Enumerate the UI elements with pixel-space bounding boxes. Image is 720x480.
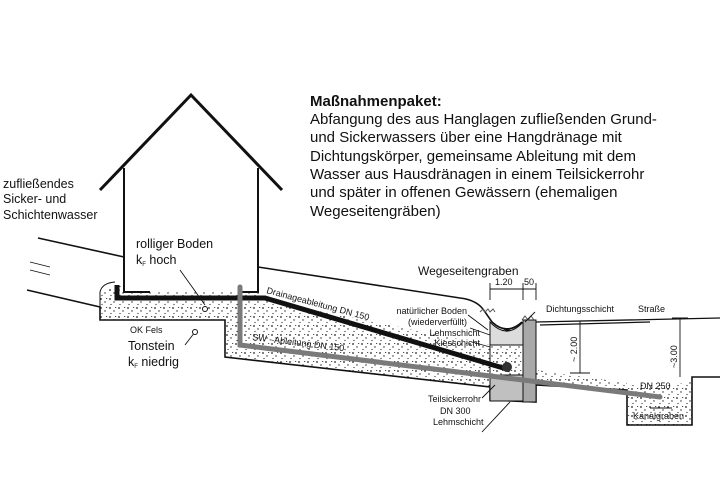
house-roof xyxy=(98,92,284,192)
dim-width: 1.20 xyxy=(495,277,513,287)
inflow-label: Sicker- und xyxy=(3,192,66,206)
house-walls xyxy=(123,168,259,293)
description-line: Dichtungskörper, gemeinsame Ableitung mi… xyxy=(310,148,636,165)
dimension-lines xyxy=(489,283,688,377)
dim-seal: 50 xyxy=(524,277,534,287)
seal-label: Dichtungsschicht xyxy=(546,304,615,314)
description-line: und Sickerwassers über eine Hangdränage … xyxy=(310,129,623,146)
soil-label: rolliger Boden xyxy=(136,237,213,251)
perforated-pipe-label: Teilsickerrohr xyxy=(428,394,481,404)
sewer-trench-label: Kanalgraben xyxy=(633,411,684,421)
natural-soil-label: (wiederverfüllt) xyxy=(408,317,467,327)
loam-top-label: Lehmschicht xyxy=(429,328,480,338)
description-line: Wegeseitengräben) xyxy=(310,203,441,220)
perforated-pipe-label: DN 300 xyxy=(440,406,471,416)
gravel-label: Kiesschicht xyxy=(434,338,480,348)
sealing-layer xyxy=(522,319,537,403)
loam-bottom-label: Lehmschicht xyxy=(433,417,484,427)
description-line: und später in offenen Gewässern (ehemali… xyxy=(310,184,617,201)
natural-soil-label: natürlicher Boden xyxy=(396,306,467,316)
sw-pipe xyxy=(237,284,663,400)
description-line: Abfangung des aus Hanglagen zufließenden… xyxy=(310,111,657,128)
description-line: Wasser aus Hausdränagen in einem Teilsic… xyxy=(310,166,644,183)
perforated-pipe-icon xyxy=(502,362,512,372)
gravel-top-left xyxy=(99,281,116,307)
claystone-kf-label: kF niedrig xyxy=(128,355,179,370)
claystone-label: Tonstein xyxy=(128,339,175,353)
grass xyxy=(479,308,535,321)
ground-left xyxy=(37,237,125,258)
ditch-gully-icon xyxy=(502,328,512,332)
kf-marker xyxy=(202,306,208,312)
dn250-label: DN 250 xyxy=(640,381,671,391)
tonstein-marker xyxy=(192,329,198,335)
drain-pipe xyxy=(114,285,511,373)
inflow-label: zufließendes xyxy=(3,177,74,191)
road-label: Straße xyxy=(638,304,665,314)
ditch-title: Wegeseitengraben xyxy=(418,264,519,278)
rock-top-label: OK Fels xyxy=(130,325,163,335)
leader-lines xyxy=(29,261,672,433)
road-line xyxy=(535,317,720,326)
soil-kf-label: kF hoch xyxy=(136,253,177,268)
inflow-label: Schichtenwasser xyxy=(3,208,98,222)
depth-2-label: ~ 2.00 xyxy=(569,337,579,362)
title: Maßnahmenpaket: xyxy=(310,93,442,110)
kanalgraben-fill xyxy=(627,385,692,425)
depth-3-label: ~3.00 xyxy=(669,345,679,368)
